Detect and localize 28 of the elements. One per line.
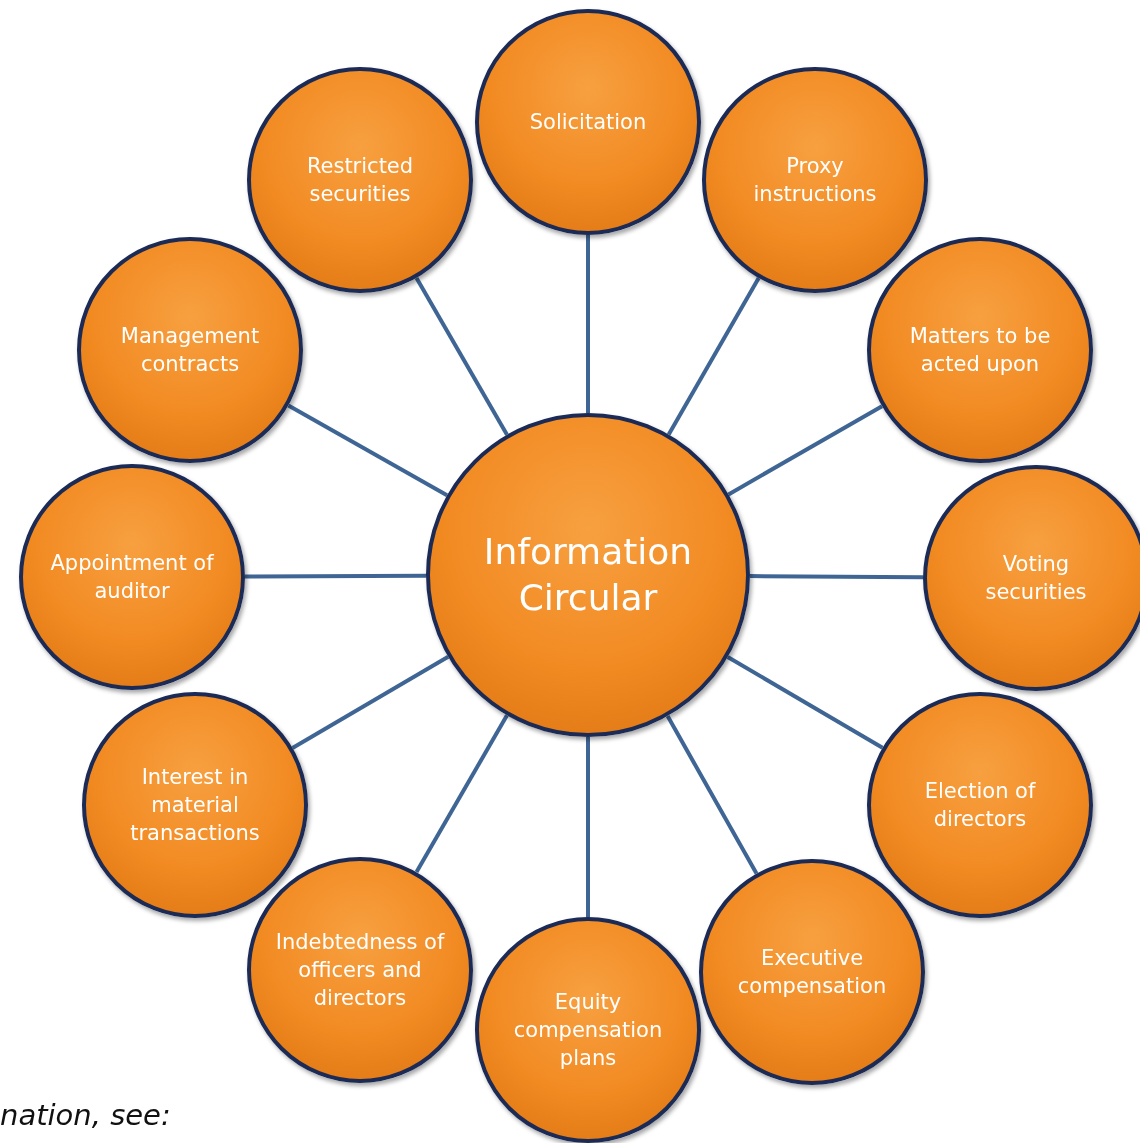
node-text: Appointment of auditor <box>49 550 215 605</box>
node-text: Proxy instructions <box>752 153 878 208</box>
connector-line <box>665 715 759 875</box>
circle-node <box>475 917 701 1143</box>
connector-line <box>287 403 448 498</box>
connector-line <box>414 714 509 874</box>
node-text: Solicitation <box>528 109 648 136</box>
node-text: Information Circular <box>482 530 694 620</box>
node-text: Equity compensation plans <box>512 989 664 1072</box>
connector-line <box>291 655 450 750</box>
connector-line <box>726 655 884 750</box>
node-text: Matters to be acted upon <box>908 323 1052 378</box>
connector-line <box>414 276 509 436</box>
node-text: Management contracts <box>119 323 261 378</box>
connector-line <box>586 737 590 917</box>
connector-line <box>727 404 883 497</box>
node-text: Executive compensation <box>736 945 888 1000</box>
node-text: Election of directors <box>923 778 1037 833</box>
connector-line <box>245 573 426 579</box>
node-text: Restricted securities <box>305 153 415 208</box>
circle-node <box>923 465 1140 691</box>
node-text: Indebtedness of officers and directors <box>274 929 446 1012</box>
node-text: Voting securities <box>984 551 1088 606</box>
connector-line <box>666 277 761 436</box>
connector-line <box>750 574 923 580</box>
node-text: Interest in material transactions <box>129 764 261 847</box>
connector-line <box>586 235 590 413</box>
note-text: nation, see: <box>0 1098 171 1132</box>
